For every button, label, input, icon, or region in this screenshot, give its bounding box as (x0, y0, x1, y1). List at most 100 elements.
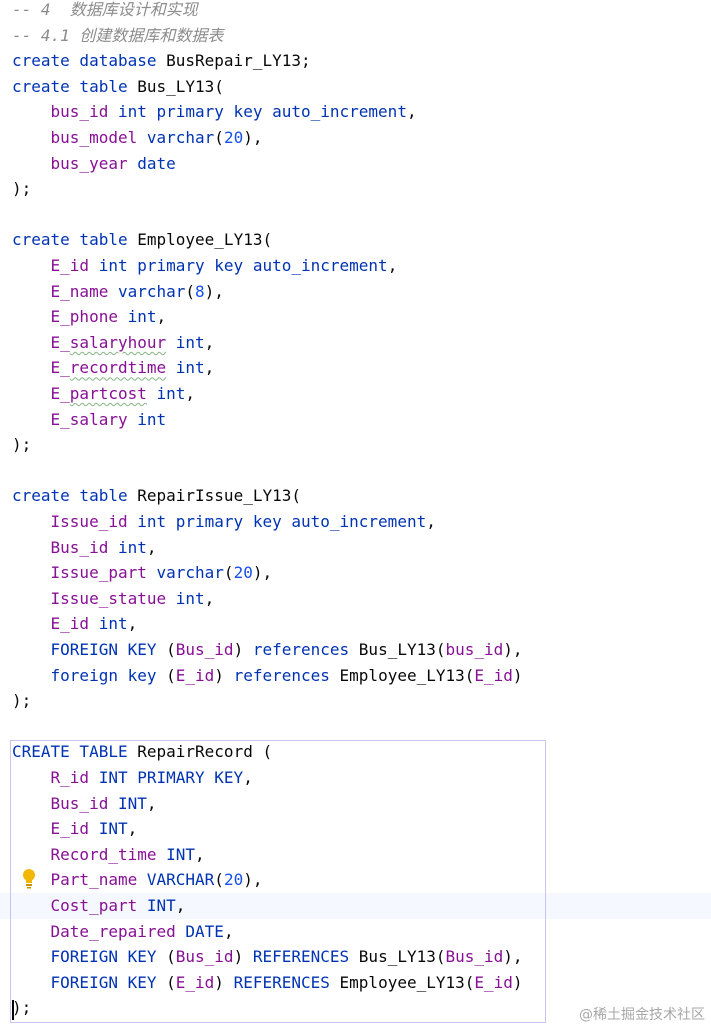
code-token: 8 (195, 281, 205, 301)
code-token: Bus_LY13( (137, 76, 224, 96)
code-line[interactable]: Bus_id INT, (0, 791, 711, 817)
code-line[interactable]: -- 4.1 创建数据库和数据表 (0, 23, 711, 49)
code-line[interactable] (0, 714, 711, 740)
code-line-text: bus_id int primary key auto_increment, (12, 99, 417, 125)
code-token (12, 102, 51, 121)
code-token: bus_model (50, 128, 138, 147)
code-token: , (387, 256, 398, 275)
code-line[interactable] (0, 202, 711, 228)
code-line[interactable]: FOREIGN KEY (Bus_id) references Bus_LY13… (0, 637, 711, 663)
lightbulb-icon[interactable] (21, 868, 37, 890)
code-token (12, 256, 51, 275)
code-token: ) (214, 972, 234, 992)
code-line[interactable]: E_partcost int, (0, 381, 711, 407)
code-line[interactable]: Issue_part varchar(20), (0, 560, 711, 586)
code-line[interactable]: create table Bus_LY13( (0, 74, 711, 100)
code-token: ); (12, 998, 32, 1018)
code-token: , (204, 588, 215, 608)
code-token (12, 384, 51, 403)
code-token (12, 538, 51, 557)
code-line-text: Issue_id int primary key auto_increment, (12, 509, 436, 535)
code-line[interactable]: E_recordtime int, (0, 355, 711, 381)
code-line[interactable]: Issue_statue int, (0, 586, 711, 612)
code-line[interactable] (0, 458, 711, 484)
code-token (12, 947, 51, 966)
code-line-text: ); (12, 176, 31, 202)
code-line[interactable]: E_salaryhour int, (0, 330, 711, 356)
code-token: Bus_LY13( (358, 640, 446, 659)
code-line[interactable]: FOREIGN KEY (E_id) REFERENCES Employee_L… (0, 970, 711, 996)
code-token: INT (137, 896, 176, 915)
code-token: E_id (50, 819, 90, 839)
code-token: bus_year (50, 153, 128, 173)
code-token: Employee_LY13( (339, 665, 475, 685)
code-line[interactable]: bus_id int primary key auto_increment, (0, 99, 711, 125)
code-token: int (146, 384, 186, 403)
code-line[interactable]: bus_model varchar(20), (0, 125, 711, 151)
code-token: Bus_id (50, 537, 109, 557)
code-token: , (195, 844, 205, 864)
code-line[interactable]: ); (0, 688, 711, 714)
code-line[interactable]: -- 4 数据库设计和实现 (0, 0, 711, 23)
code-token: RepairRecord ( (137, 742, 273, 762)
code-line[interactable]: E_phone int, (0, 304, 711, 330)
code-token: FOREIGN KEY (50, 640, 167, 659)
code-token: , (185, 384, 196, 403)
code-token: ); (12, 691, 32, 711)
code-token: FOREIGN KEY (50, 947, 167, 967)
code-token: int (166, 358, 205, 378)
code-token (12, 973, 51, 992)
code-line[interactable]: CREATE TABLE RepairRecord ( (0, 739, 711, 765)
code-line[interactable]: E_id INT, (0, 816, 711, 842)
code-line[interactable]: Issue_id int primary key auto_increment, (0, 509, 711, 535)
code-token: E_ (50, 332, 70, 352)
code-token: Record_time (50, 844, 157, 864)
code-token: ( (166, 947, 176, 967)
code-line[interactable]: Bus_id int, (0, 535, 711, 561)
code-token: INT (156, 844, 196, 864)
code-token (12, 896, 51, 915)
code-line[interactable]: create database BusRepair_LY13; (0, 48, 711, 74)
code-line[interactable]: FOREIGN KEY (Bus_id) REFERENCES Bus_LY13… (0, 944, 711, 970)
code-line[interactable]: foreign key (E_id) references Employee_L… (0, 663, 711, 689)
code-line[interactable]: create table RepairIssue_LY13( (0, 483, 711, 509)
code-line[interactable]: R_id INT PRIMARY KEY, (0, 765, 711, 791)
code-token (12, 358, 51, 377)
code-token: ( (223, 563, 234, 583)
code-line-text: bus_year date (12, 151, 176, 177)
code-token: Issue_statue (50, 588, 167, 608)
code-line[interactable]: bus_year date (0, 151, 711, 177)
code-token: Cost_part (50, 896, 138, 915)
code-line[interactable]: ); (0, 176, 711, 202)
code-line[interactable]: Cost_part INT, (0, 893, 711, 919)
code-line[interactable]: E_id int primary key auto_increment, (0, 253, 711, 279)
code-line[interactable]: create table Employee_LY13( (0, 227, 711, 253)
code-line-text: foreign key (E_id) references Employee_L… (12, 663, 523, 689)
code-line[interactable]: E_name varchar(8), (0, 279, 711, 305)
code-token: INT (89, 819, 128, 839)
code-token: E_id (175, 972, 215, 992)
code-token: REFERENCES (233, 972, 340, 992)
code-token: E_salary (50, 409, 128, 429)
code-line[interactable]: Date_repaired DATE, (0, 919, 711, 945)
code-token (12, 640, 51, 659)
code-token: DATE (175, 921, 224, 941)
code-line-text: Date_repaired DATE, (12, 919, 234, 945)
code-token: ), (243, 128, 263, 147)
code-line[interactable]: E_id int, (0, 611, 711, 637)
code-token: -- 4.1 创建数据库和数据表 (12, 25, 224, 45)
code-line-text: Bus_id int, (12, 535, 157, 561)
code-token: int (89, 614, 128, 634)
code-token: ) (214, 665, 234, 685)
code-token: -- 4 数据库设计和实现 (12, 0, 198, 19)
code-line[interactable]: ); (0, 995, 711, 1021)
code-line[interactable]: Record_time INT, (0, 842, 711, 868)
code-token: ( (166, 972, 176, 992)
code-line[interactable]: ); (0, 432, 711, 458)
code-token: FOREIGN KEY (50, 972, 167, 992)
code-token: ), (252, 563, 273, 583)
code-line[interactable]: E_salary int (0, 407, 711, 433)
code-line[interactable]: Part_name VARCHAR(20), (0, 867, 711, 893)
code-token: RepairIssue_LY13( (137, 486, 301, 506)
